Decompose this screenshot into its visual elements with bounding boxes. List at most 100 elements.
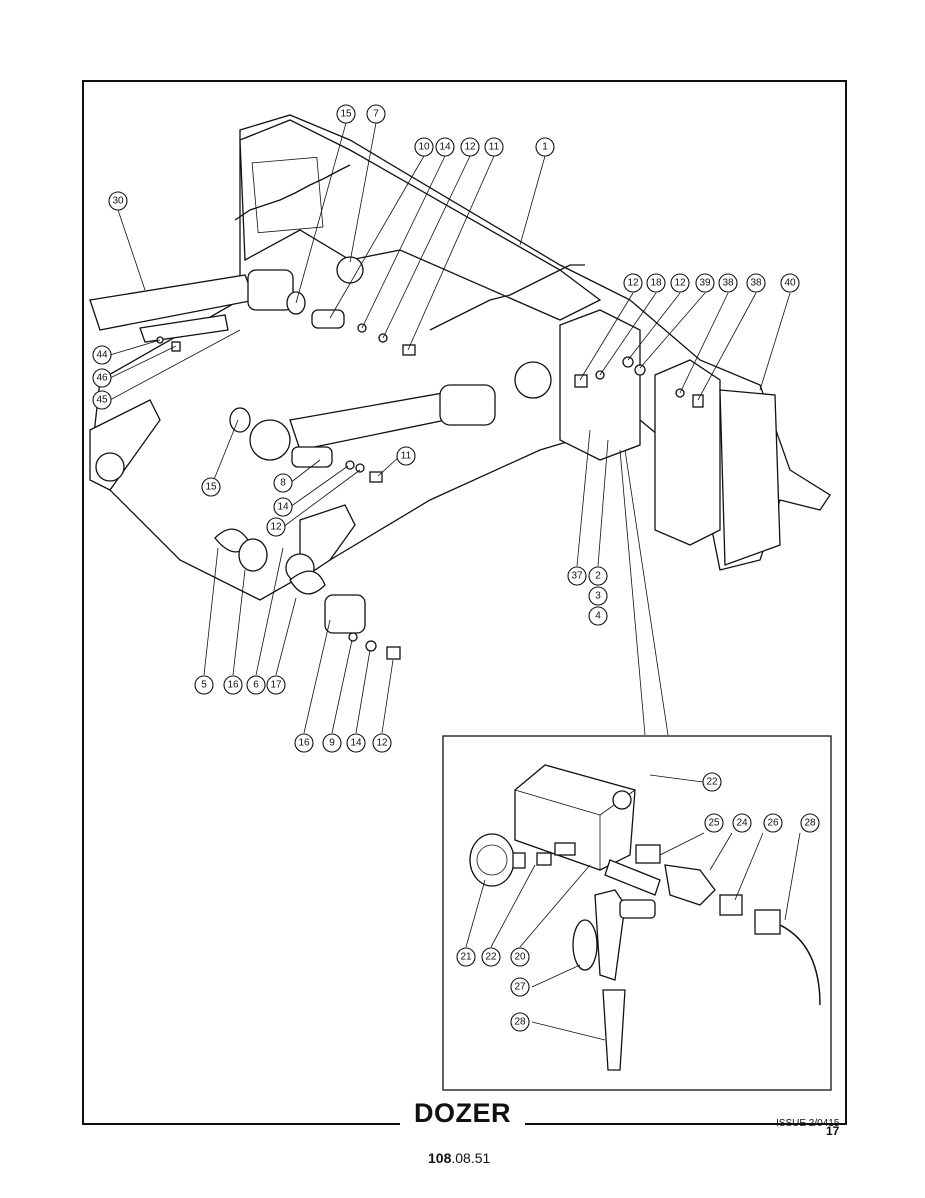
callout-14: 14 [435,137,455,157]
callout-37: 37 [567,566,587,586]
svg-text:9: 9 [329,738,335,749]
svg-text:22: 22 [485,952,497,963]
svg-text:17: 17 [270,680,282,691]
callout-3: 3 [588,586,608,606]
callout-17: 17 [266,675,286,695]
callout-16: 16 [294,733,314,753]
svg-text:22: 22 [706,777,718,788]
page-title: DOZER [414,1097,511,1128]
leader-lines-main [109,122,791,736]
svg-text:37: 37 [571,571,583,582]
svg-text:18: 18 [650,278,662,289]
svg-text:45: 45 [96,395,108,406]
inset-callout-22: 22 [481,947,501,967]
inset-callout-26: 26 [763,813,783,833]
svg-text:11: 11 [401,451,412,462]
callout-7: 7 [366,104,386,124]
callout-46: 46 [92,368,112,388]
svg-text:12: 12 [674,278,686,289]
svg-text:11: 11 [489,142,500,153]
svg-text:38: 38 [722,278,734,289]
svg-text:21: 21 [460,952,472,963]
svg-text:40: 40 [784,278,796,289]
svg-text:15: 15 [205,482,217,493]
callout-44: 44 [92,345,112,365]
svg-text:14: 14 [277,502,289,513]
inset-callout-27: 27 [510,977,530,997]
svg-text:28: 28 [804,818,816,829]
inset-callout-22: 22 [702,772,722,792]
doc-ref-bold: 108 [428,1150,452,1166]
callout-1: 1 [535,137,555,157]
svg-text:25: 25 [708,818,720,829]
svg-text:20: 20 [514,952,526,963]
title-box: DOZER [400,1096,525,1130]
svg-text:8: 8 [280,478,286,489]
callout-40: 40 [780,273,800,293]
svg-text:15: 15 [340,109,352,120]
inset-callout-28: 28 [800,813,820,833]
callout-14: 14 [273,497,293,517]
svg-text:12: 12 [464,142,476,153]
callout-18: 18 [646,273,666,293]
callout-12: 12 [623,273,643,293]
page-number: 17 [826,1124,840,1138]
svg-text:12: 12 [376,738,388,749]
inset-callout-24: 24 [732,813,752,833]
callout-45: 45 [92,390,112,410]
callout-12: 12 [372,733,392,753]
svg-text:5: 5 [201,680,207,691]
svg-text:12: 12 [627,278,639,289]
callout-11: 11 [484,137,504,157]
callout-30: 30 [108,191,128,211]
svg-text:14: 14 [439,142,451,153]
inset-callout-28: 28 [510,1012,530,1032]
callout-15: 15 [201,477,221,497]
svg-text:30: 30 [112,196,124,207]
svg-text:14: 14 [350,738,362,749]
svg-text:26: 26 [767,818,779,829]
svg-text:28: 28 [514,1017,526,1028]
callout-12: 12 [460,137,480,157]
callout-9: 9 [322,733,342,753]
svg-text:7: 7 [373,109,379,120]
svg-text:24: 24 [736,818,748,829]
svg-text:16: 16 [227,680,239,691]
callouts-inset: 22 25 24 26 28 21 22 20 27 28 [456,772,820,1032]
callout-10: 10 [414,137,434,157]
svg-text:1: 1 [542,142,548,153]
issue-label: ISSUE 2/0415 [776,1118,840,1129]
svg-text:10: 10 [418,142,430,153]
callout-38: 38 [746,273,766,293]
callout-6: 6 [246,675,266,695]
svg-text:38: 38 [750,278,762,289]
callout-12: 12 [670,273,690,293]
svg-text:12: 12 [270,522,282,533]
leader-lines-inset [465,774,801,1041]
document-reference: 108.08.51 [428,1150,490,1166]
svg-text:2: 2 [595,571,601,582]
callout-11: 11 [396,446,416,466]
callout-12: 12 [266,517,286,537]
callout-2: 2 [588,566,608,586]
callout-5: 5 [194,675,214,695]
callout-14: 14 [346,733,366,753]
callout-39: 39 [695,273,715,293]
callout-4: 4 [588,606,608,626]
svg-text:44: 44 [96,350,108,361]
svg-text:46: 46 [96,373,108,384]
inset-callout-21: 21 [456,947,476,967]
inset-detail-frame [442,735,832,1091]
inset-drawing [469,764,821,1071]
svg-text:16: 16 [298,738,310,749]
svg-text:3: 3 [595,591,601,602]
svg-text:4: 4 [595,611,601,622]
inset-callout-20: 20 [510,947,530,967]
dozer-frame-drawing [89,114,831,660]
svg-text:27: 27 [514,982,526,993]
inset-callout-25: 25 [704,813,724,833]
svg-text:39: 39 [699,278,711,289]
callout-38: 38 [718,273,738,293]
